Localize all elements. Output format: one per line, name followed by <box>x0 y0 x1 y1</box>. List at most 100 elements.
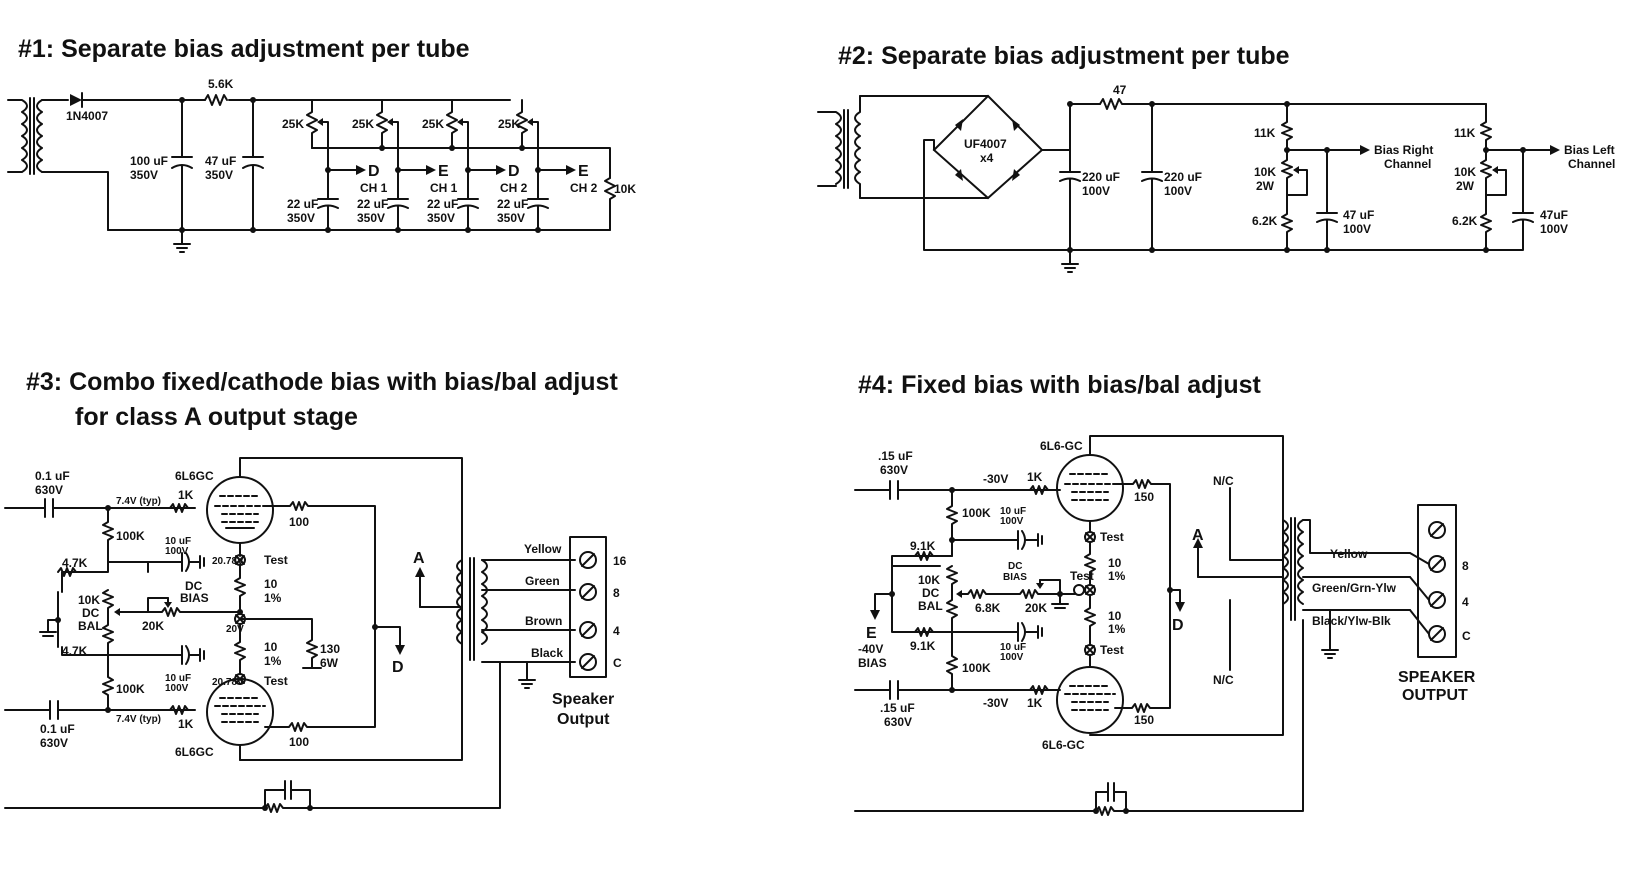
c1-ch1-label: CH 1 <box>360 181 388 195</box>
c3-r47-bot: 4.7K <box>62 644 88 658</box>
c4-rk-top-tol: 1% <box>1108 569 1126 583</box>
c1-outputs: D CH 1 E CH 1 D CH 2 E CH 2 <box>325 163 598 195</box>
c2-bridge-qty: x4 <box>980 151 994 165</box>
c1-cap1-voltage: 350V <box>130 168 158 182</box>
c4-rk-top: 10 <box>1108 556 1122 570</box>
c1-scap4-value: 22 uF <box>497 197 528 211</box>
c3-rk-bot: 10 <box>264 640 278 654</box>
c4-tap-8: 8 <box>1462 559 1469 573</box>
c4-rg-top: 1K <box>1027 470 1043 484</box>
c4-rscr-bot: 150 <box>1134 713 1154 727</box>
title-circuit-3: #3: Combo fixed/cathode bias with bias/b… <box>26 368 618 396</box>
c3-tube-top-label: 6L6GC <box>175 469 214 483</box>
c1-load-resistor-label: 10K <box>614 182 636 196</box>
c4-rk-bot: 10 <box>1108 609 1122 623</box>
c3-cin-bot-voltage: 630V <box>40 736 68 750</box>
c4-nc-top: N/C <box>1213 474 1234 488</box>
c3-a-label: A <box>413 550 425 567</box>
c4-bias-label: BIAS <box>858 656 887 670</box>
c4-cin-top: .15 uF <box>878 449 913 463</box>
c3-test-top: Test <box>264 553 288 567</box>
c3-tube-bot-label: 6L6GC <box>175 745 214 759</box>
c4-test-mid: Test <box>1070 569 1094 583</box>
c2-out-right-label: Bias Right <box>1374 143 1433 157</box>
c3-wire-yellow: Yellow <box>524 542 562 556</box>
title-circuit-2: #2: Separate bias adjustment per tube <box>838 42 1290 70</box>
c4-tube-bot: 6L6-GC <box>1042 666 1124 752</box>
c3-cb-top: 10 uF <box>165 536 191 547</box>
c3-tap-16: 16 <box>613 554 627 568</box>
c3-dcbias: DC <box>185 579 203 593</box>
c4-rk-bot-tol: 1% <box>1108 622 1126 636</box>
c4-output-transformer: A D <box>1125 487 1411 812</box>
c3-r47-top: 4.7K <box>62 556 88 570</box>
c3-cin-bot-value: 0.1 uF <box>40 722 75 736</box>
circuit-2: UF4007 x4 47 220 uF 100V 220 uF 100V <box>817 83 1615 273</box>
c3-d-label: D <box>392 659 404 676</box>
c3-r130-watt: 6W <box>320 656 339 670</box>
c2-cap2-value: 220 uF <box>1164 170 1202 184</box>
c1-scap2-value: 22 uF <box>357 197 388 211</box>
c2-left-divider: 11K 10K 2W 6.2K Bias Left Channel 47uF 1… <box>1452 103 1615 253</box>
title-circuit-1: #1: Separate bias adjustment per tube <box>18 35 470 63</box>
c2-out-left-label: Bias Left <box>1564 143 1615 157</box>
c3-vk-top: 20.78V <box>212 556 244 567</box>
c4-r91-top: 9.1K <box>910 539 936 553</box>
c4-dcbias-2: BIAS <box>1003 572 1027 583</box>
c2-out-right-label-2: Channel <box>1384 157 1431 171</box>
c3-rg-bot: 1K <box>178 717 194 731</box>
c1-scap1-voltage: 350V <box>287 211 315 225</box>
c3-cin-top-voltage: 630V <box>35 483 63 497</box>
c3-output-transformer: A D <box>374 550 576 689</box>
c2-filter-caps: 220 uF 100V 220 uF 100V <box>1059 101 1202 253</box>
c3-tube-bot: 6L6GC <box>175 678 274 761</box>
c1-ch2-label: CH 2 <box>500 181 528 195</box>
circuit-3: 0.1 uF 630V 0.1 uF 630V 7.4V (typ) 7.4V … <box>4 457 627 813</box>
circuit-1: 1N4007 5.6K 100 uF 350V 47 uF 350V <box>7 77 636 253</box>
c4-bias-volt: -40V <box>858 642 883 656</box>
c3-tube-top: 6L6GC <box>175 457 463 761</box>
c1-scap4-voltage: 350V <box>497 211 525 225</box>
c2-cap-r-voltage: 100V <box>1343 222 1371 236</box>
c2-transformer <box>817 95 989 199</box>
c3-wire-green: Green <box>525 574 560 588</box>
c1-out-e-ch1: E <box>438 163 449 180</box>
c3-v20: 20V <box>226 624 244 635</box>
c4-a-label: A <box>1192 527 1204 544</box>
c4-output-label: OUTPUT <box>1402 687 1468 704</box>
c4-r91-bot: 9.1K <box>910 639 936 653</box>
c1-diode: 1N4007 <box>66 92 108 123</box>
c2-ground-symbol <box>1061 249 1079 273</box>
c1-transformer <box>7 97 109 231</box>
c4-tube-top-label: 6L6-GC <box>1040 439 1083 453</box>
c1-small-caps: 22 uF 350V 22 uF 350V 22 uF 350V 22 uF 3… <box>287 169 549 233</box>
c4-v30-bot: -30V <box>983 696 1008 710</box>
c4-rscr-top: 150 <box>1134 490 1154 504</box>
c2-cap2-voltage: 100V <box>1164 184 1192 198</box>
c2-cap-l-voltage: 100V <box>1540 222 1568 236</box>
c1-pot4-label: 25K <box>498 117 520 131</box>
c2-pot-label-r: 10K <box>1254 165 1276 179</box>
c3-tap-4: 4 <box>613 624 620 638</box>
c4-cb-top-v: 100V <box>1000 516 1024 527</box>
c4-e-label: E <box>866 625 877 642</box>
c1-cap2-voltage: 350V <box>205 168 233 182</box>
title-circuit-3-line2: for class A output stage <box>75 403 358 431</box>
c4-dcbias: DC <box>1008 561 1022 572</box>
c3-cb-bot-v: 100V <box>165 683 189 694</box>
c3-vg-top: 7.4V (typ) <box>116 496 161 507</box>
c4-cin-bot-v: 630V <box>884 715 912 729</box>
c4-cin-bot: .15 uF <box>880 701 915 715</box>
c3-bal-dc: DC <box>82 606 100 620</box>
c2-out-left-label-2: Channel <box>1568 157 1615 171</box>
c1-out-d-ch2: D <box>508 163 520 180</box>
c3-wire-brown: Brown <box>525 614 562 628</box>
c4-bal-dc: DC <box>922 586 940 600</box>
c2-pot-watt-r: 2W <box>1256 179 1275 193</box>
c4-wire-black: Black/Ylw-Blk <box>1312 614 1391 628</box>
c4-wire-green: Green/Grn-Ylw <box>1312 581 1397 595</box>
c4-d-label: D <box>1172 617 1184 634</box>
c2-bridge-rectifier: UF4007 x4 <box>923 94 1487 251</box>
c1-scap3-voltage: 350V <box>427 211 455 225</box>
c3-rk-top: 10 <box>264 577 278 591</box>
